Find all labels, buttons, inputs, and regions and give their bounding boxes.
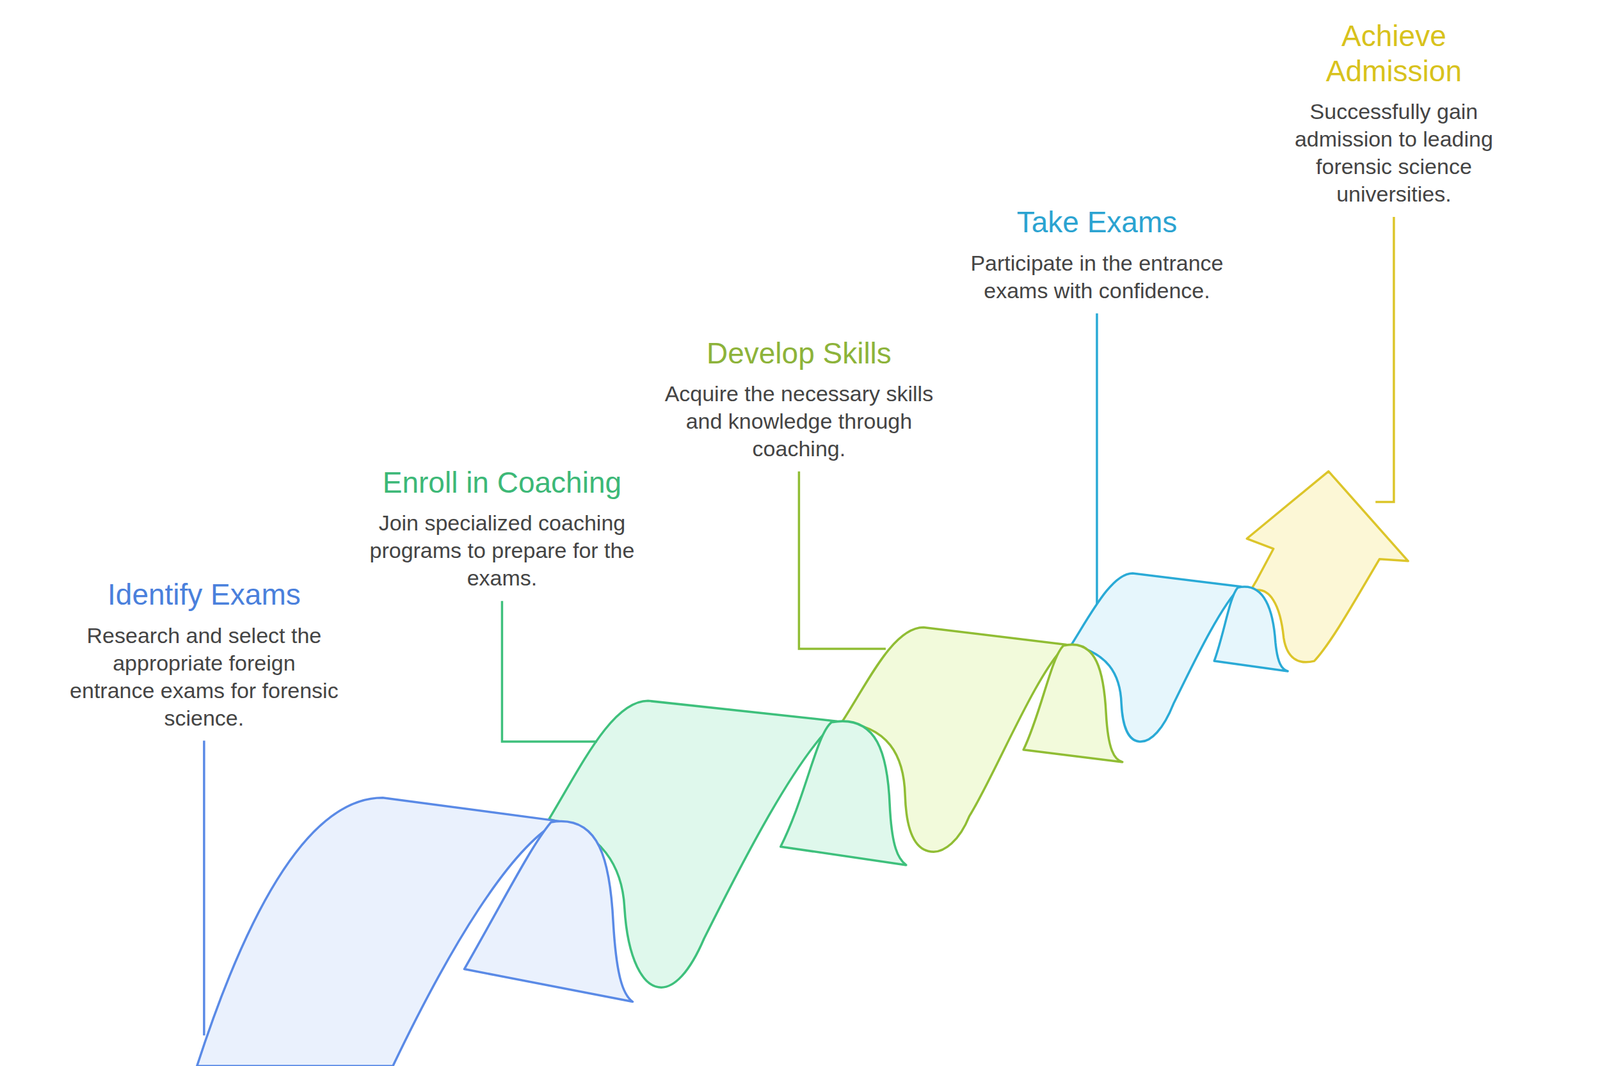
leader-line [1095, 313, 1099, 605]
step-block: Achieve AdmissionSuccessfully gain admis… [1278, 18, 1510, 208]
leader-line [202, 741, 206, 1037]
step-block: Identify ExamsResearch and select the ap… [69, 577, 339, 732]
step-title: Achieve Admission [1278, 18, 1510, 89]
leader-line [1375, 216, 1394, 502]
ribbon-fold [464, 821, 633, 1003]
step-block: Enroll in CoachingJoin specialized coach… [367, 465, 637, 592]
step-description: Participate in the entrance exams with c… [968, 249, 1225, 305]
leader-line [501, 600, 597, 742]
step-title: Take Exams [1016, 204, 1178, 240]
ribbon-fold [780, 721, 907, 866]
step-block: Take ExamsParticipate in the entrance ex… [968, 204, 1225, 304]
step-description: Research and select the appropriate fore… [69, 622, 339, 733]
ribbon-fold [1214, 586, 1288, 672]
leader-line [798, 471, 886, 649]
step-description: Join specialized coaching programs to pr… [367, 509, 637, 592]
step-title: Enroll in Coaching [382, 465, 622, 501]
step-title: Develop Skills [706, 336, 892, 372]
step-description: Successfully gain admission to leading f… [1278, 97, 1510, 208]
step-title: Identify Exams [107, 577, 301, 613]
step-block: Develop SkillsAcquire the necessary skil… [664, 336, 934, 463]
ribbon-fold [1023, 644, 1123, 763]
step-description: Acquire the necessary skills and knowled… [664, 380, 934, 463]
